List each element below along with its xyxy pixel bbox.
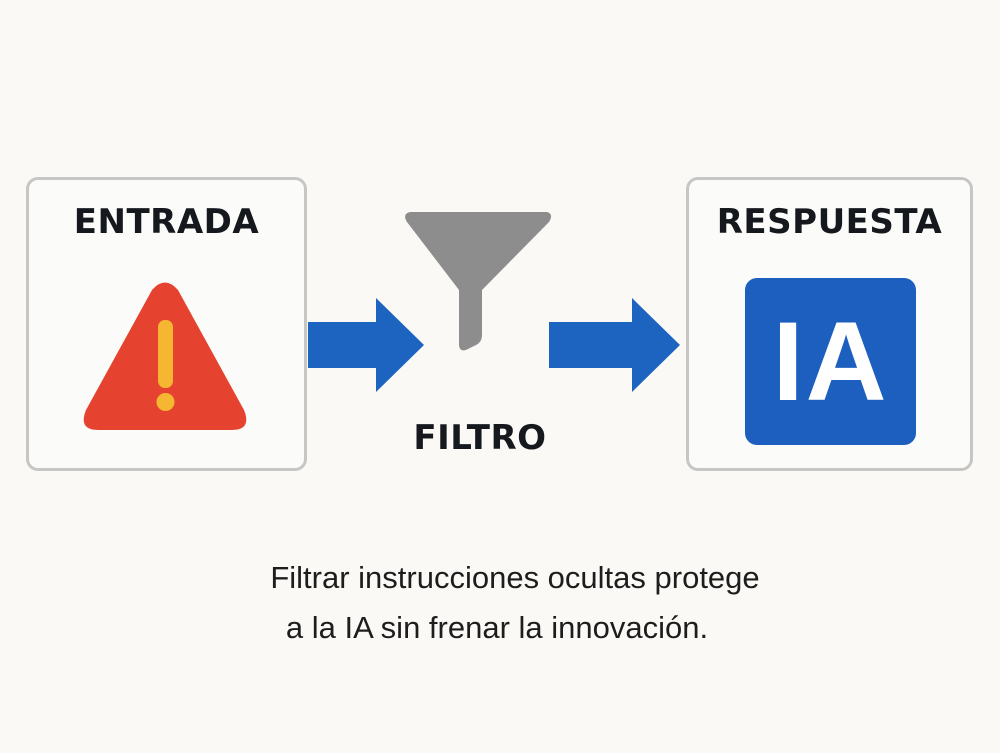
funnel-icon <box>405 212 552 351</box>
ia-badge: IA <box>745 278 916 445</box>
caption-line-2: a la IA sin frenar la innovación. <box>285 610 709 645</box>
caption-line-1: Filtrar instrucciones ocultas protege <box>270 560 760 595</box>
input-title: ENTRADA <box>73 202 260 242</box>
arrow-right-icon <box>308 298 424 392</box>
response-title: RESPUESTA <box>716 202 943 242</box>
warning-triangle-icon <box>83 282 247 430</box>
arrow-right-icon <box>549 298 680 392</box>
filter-label: FILTRO <box>413 418 547 458</box>
